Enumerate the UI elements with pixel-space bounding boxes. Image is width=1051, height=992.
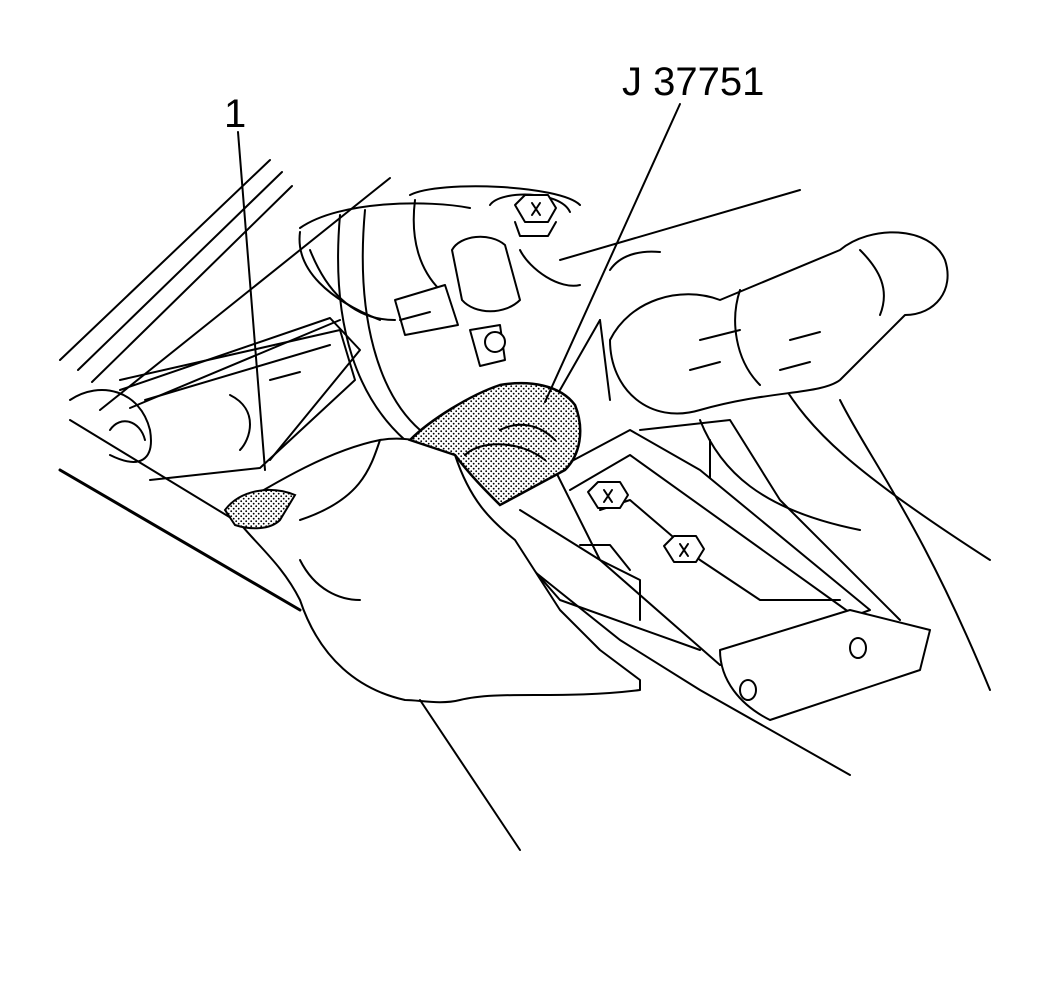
cavity-panel-left bbox=[119, 329, 356, 481]
hub-bolt-top bbox=[514, 194, 557, 237]
wheel-sensor-connector bbox=[309, 235, 521, 367]
callout-label-tool: J 37751 bbox=[622, 60, 765, 104]
left-knuckle-shape bbox=[69, 389, 152, 463]
part-1 bbox=[223, 489, 297, 530]
callout-label-1: 1 bbox=[224, 92, 247, 136]
tool-j-37751 bbox=[407, 381, 582, 507]
leader-line-tool bbox=[544, 103, 681, 403]
hand bbox=[229, 437, 641, 851]
hammer bbox=[609, 231, 949, 481]
mounting-bracket bbox=[519, 429, 931, 721]
control-arm bbox=[559, 189, 991, 691]
leader-line-1 bbox=[237, 131, 266, 471]
frame-rail-upper bbox=[59, 159, 391, 461]
bracket-bolt-1 bbox=[587, 481, 629, 509]
bracket-bolt-2 bbox=[663, 535, 705, 563]
